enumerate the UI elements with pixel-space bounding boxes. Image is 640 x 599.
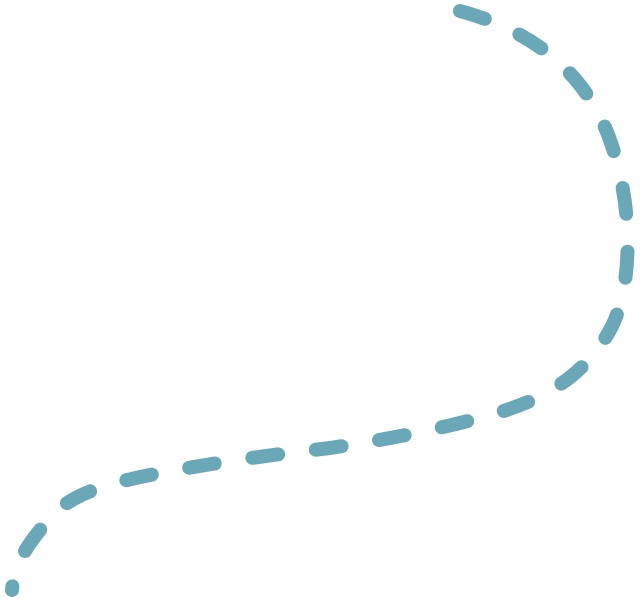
dashed-curve-path: [5, 4, 635, 597]
